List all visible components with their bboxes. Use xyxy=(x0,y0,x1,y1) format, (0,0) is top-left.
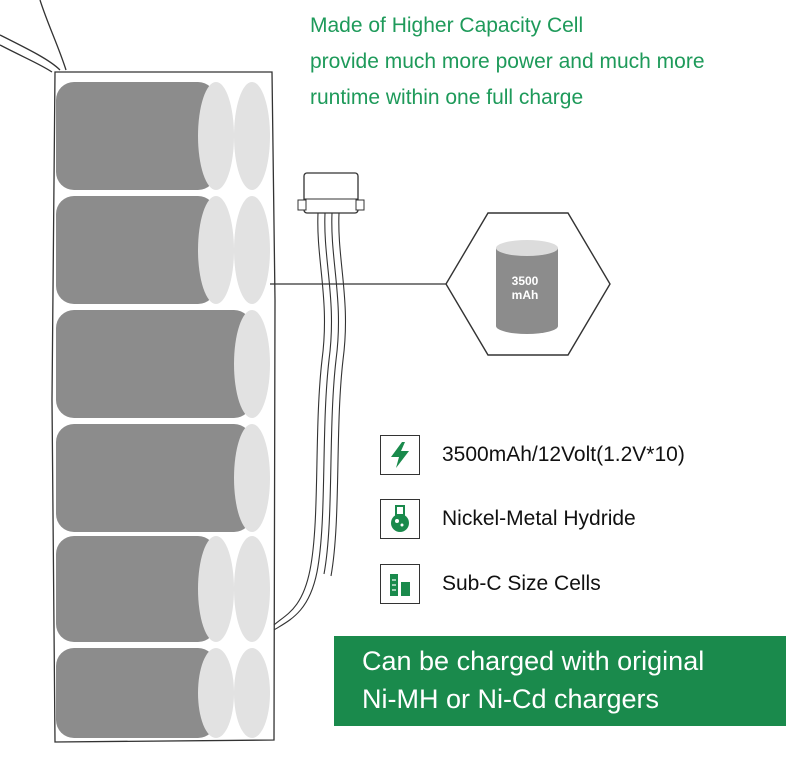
feature-chemistry: Nickel-Metal Hydride xyxy=(380,496,636,542)
feature-icon-box xyxy=(380,435,420,475)
cell-5 xyxy=(56,536,270,642)
battery-icon xyxy=(496,240,558,334)
charger-banner: Can be charged with original Ni-MH or Ni… xyxy=(334,636,786,726)
wire-top-left-2 xyxy=(0,44,53,73)
headline-line-2: provide much more power and much more xyxy=(310,50,705,73)
capacity-unit: mAh xyxy=(511,288,539,302)
headline-line-1: Made of Higher Capacity Cell xyxy=(310,14,584,37)
cell-6 xyxy=(56,648,270,738)
headline: Made of Higher Capacity Cell provide muc… xyxy=(310,8,800,116)
capacity-label: 3500 mAh xyxy=(505,274,545,302)
cell-2 xyxy=(56,196,270,304)
wire-top xyxy=(39,0,67,71)
capacity-value: 3500 xyxy=(511,274,539,288)
feature-chemistry-text: Nickel-Metal Hydride xyxy=(442,507,636,530)
cell-1 xyxy=(56,82,270,190)
connector-wires xyxy=(273,212,347,631)
feature-voltage-text: 3500mAh/12Volt(1.2V*10) xyxy=(442,443,685,466)
cell-3 xyxy=(56,310,270,418)
cell-4 xyxy=(56,424,270,532)
feature-size: Sub-C Size Cells xyxy=(380,561,601,607)
headline-line-3: runtime within one full charge xyxy=(310,86,584,109)
size-bars-icon xyxy=(390,574,410,596)
feature-icon-box xyxy=(380,499,420,539)
banner-line-2: Ni-MH or Ni-Cd chargers xyxy=(362,684,660,714)
wire-top-left xyxy=(0,34,61,71)
banner-line-1: Can be charged with original xyxy=(362,646,705,676)
feature-voltage: 3500mAh/12Volt(1.2V*10) xyxy=(380,432,685,478)
connector-plug xyxy=(297,172,365,214)
cells xyxy=(56,82,270,738)
lightning-bolt-icon xyxy=(391,442,409,468)
feature-icon-box xyxy=(380,564,420,604)
feature-size-text: Sub-C Size Cells xyxy=(442,572,601,595)
flask-icon xyxy=(391,505,409,532)
